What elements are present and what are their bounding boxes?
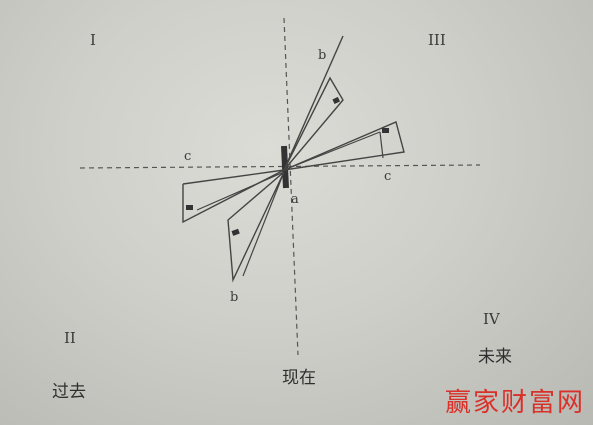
label-c-left: c: [184, 149, 192, 164]
triangle-c-left: [182, 169, 285, 224]
right-angle-mark-b-upper: [332, 96, 340, 104]
triangle-b-upper: [283, 76, 344, 171]
quadrant-label-4: IV: [483, 310, 500, 328]
right-angle-mark-c-right: [382, 128, 389, 133]
caption-future: 未来: [478, 347, 512, 367]
watermark-text: 赢家财富网: [444, 388, 585, 418]
line-c-left-inner: [196, 171, 285, 211]
line-b-upper-long: [283, 35, 344, 171]
vertical-dashed-axis: [283, 17, 299, 356]
label-b-lower: b: [230, 290, 239, 305]
quadrant-label-1: I: [90, 31, 96, 49]
label-c-right: c: [384, 169, 392, 184]
line-c-right-inner: [283, 131, 381, 171]
caption-present: 现在: [282, 368, 316, 388]
line-c-right-vertical: [379, 131, 384, 159]
triangle-b-lower: [227, 171, 285, 283]
label-b-upper: b: [318, 48, 327, 63]
line-b-lower-inner: [242, 171, 285, 277]
caption-past: 过去: [52, 382, 86, 402]
quadrant-label-2: II: [64, 329, 76, 347]
quadrant-label-3: III: [428, 31, 446, 49]
right-angle-mark-b-lower: [231, 228, 240, 236]
label-a: a: [291, 192, 299, 207]
right-angle-mark-c-left: [186, 205, 193, 210]
horizontal-dashed-axis: [79, 164, 481, 169]
triangle-c-right: [283, 121, 405, 171]
